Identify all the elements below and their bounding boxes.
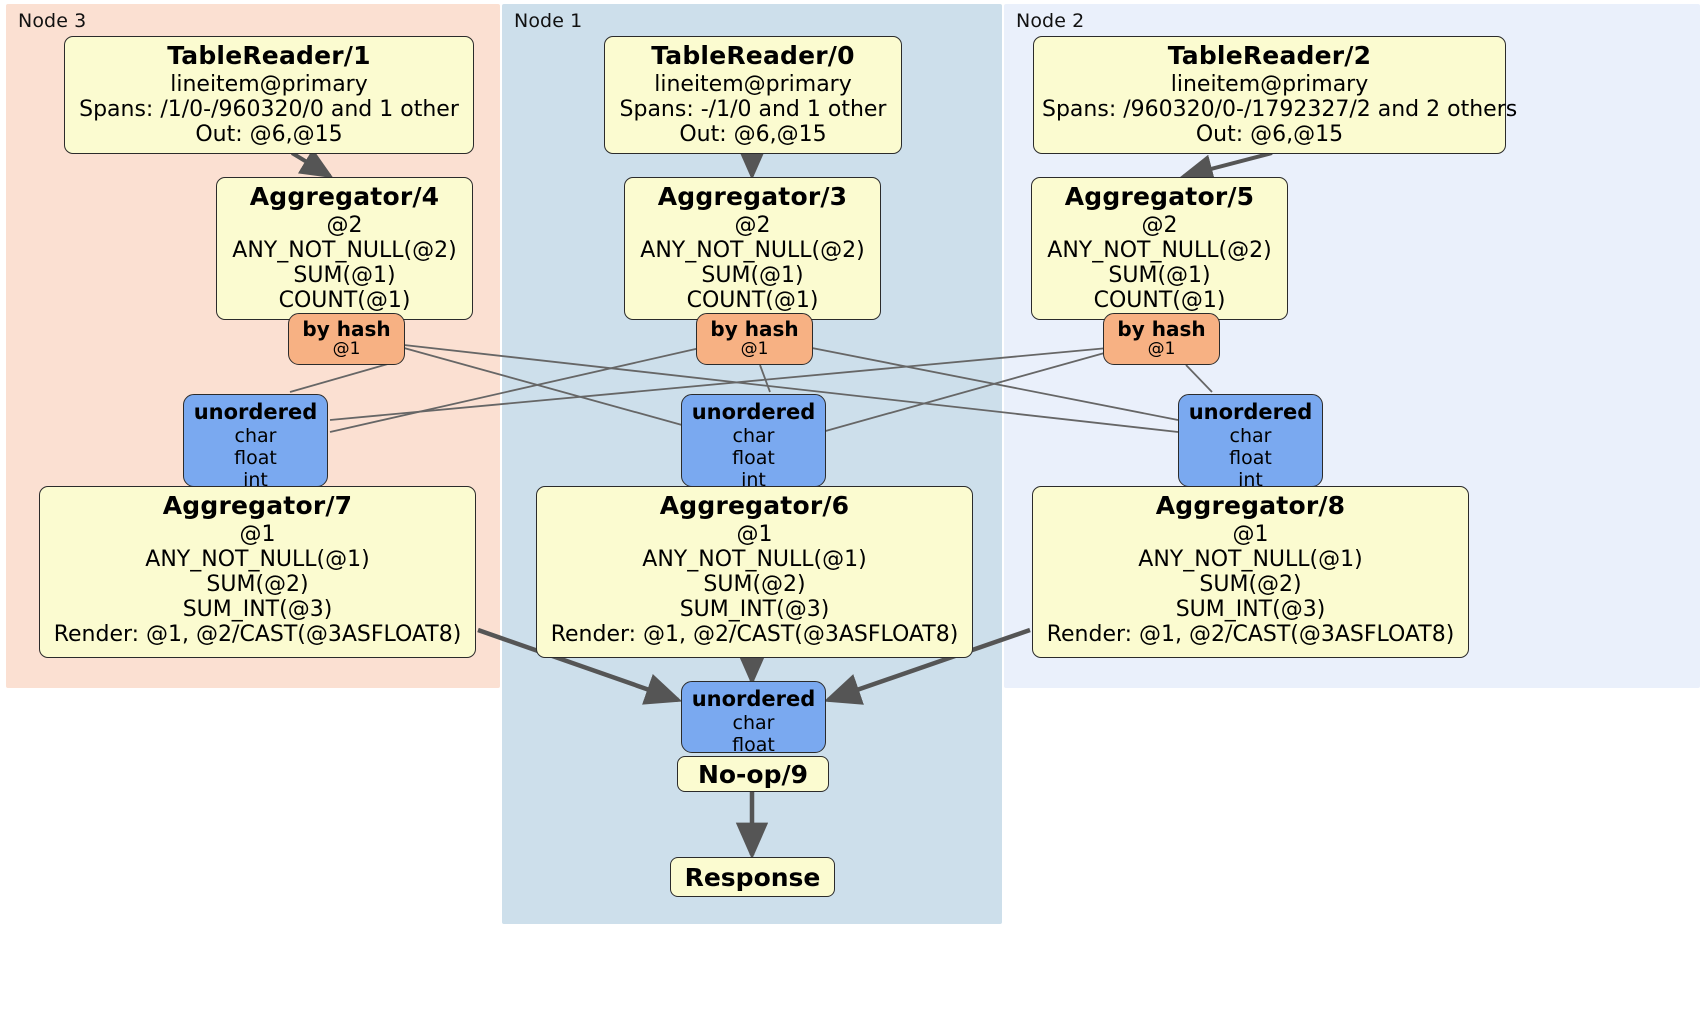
processor-line: Render: @1, @2/CAST(@3ASFLOAT8) [550,621,959,647]
processor-line: Render: @1, @2/CAST(@3ASFLOAT8) [1046,621,1455,647]
router-title: by hash [710,317,799,341]
router-line: @1 [1147,339,1176,359]
synchronizer-line: int [1238,469,1263,491]
processor-aggregator-8[interactable]: Aggregator/8 @1 ANY_NOT_NULL(@1) SUM(@2)… [1032,486,1469,658]
processor-line: COUNT(@1) [278,287,411,313]
processor-line: @1 [239,521,276,547]
processor-title: Aggregator/7 [162,491,353,520]
router-title: by hash [1117,317,1206,341]
synchronizer-line: char [732,424,775,447]
processor-title: Aggregator/3 [657,182,848,211]
synchronizer-line: char [234,424,277,447]
node-label-node3: Node 3 [18,10,87,32]
processor-title: TableReader/2 [1167,41,1372,70]
processor-line: @1 [736,521,773,547]
processor-line: @2 [1141,212,1178,238]
processor-line: SUM(@2) [1199,571,1302,597]
processor-title: No-op/9 [697,759,809,789]
processor-aggregator-3[interactable]: Aggregator/3 @2 ANY_NOT_NULL(@2) SUM(@1)… [624,177,881,320]
processor-line: SUM(@1) [1108,262,1211,288]
processor-line: @2 [326,212,363,238]
processor-line: SUM_INT(@3) [1175,596,1326,622]
synchronizer-unordered-final[interactable]: unordered char float [681,681,826,756]
synchronizer-line: float [1229,446,1272,469]
router-by-hash-right[interactable]: by hash @1 [1103,313,1220,365]
synchronizer-unordered-left[interactable]: unordered char float int [183,394,328,491]
processor-tablereader-0[interactable]: TableReader/0 lineitem@primary Spans: -/… [604,36,902,154]
processor-title: Aggregator/8 [1155,491,1346,520]
synchronizer-unordered-center[interactable]: unordered char float int [681,394,826,491]
processor-line: ANY_NOT_NULL(@2) [232,237,457,263]
processor-line: lineitem@primary [1170,71,1369,97]
processor-tablereader-1[interactable]: TableReader/1 lineitem@primary Spans: /1… [64,36,474,154]
processor-aggregator-4[interactable]: Aggregator/4 @2 ANY_NOT_NULL(@2) SUM(@1)… [216,177,473,320]
synchronizer-title: unordered [691,687,816,711]
processor-line: ANY_NOT_NULL(@1) [642,546,867,572]
processor-line: Spans: /960320/0-/1792327/2 and 2 others [1042,96,1518,122]
processor-aggregator-7[interactable]: Aggregator/7 @1 ANY_NOT_NULL(@1) SUM(@2)… [39,486,476,658]
router-line: @1 [740,339,769,359]
node-label-node2: Node 2 [1016,10,1085,32]
synchronizer-line: float [234,446,277,469]
processor-aggregator-5[interactable]: Aggregator/5 @2 ANY_NOT_NULL(@2) SUM(@1)… [1031,177,1288,320]
processor-line: COUNT(@1) [686,287,819,313]
processor-line: ANY_NOT_NULL(@1) [1138,546,1363,572]
processor-line: Out: @6,@15 [195,121,343,147]
processor-aggregator-6[interactable]: Aggregator/6 @1 ANY_NOT_NULL(@1) SUM(@2)… [536,486,973,658]
processor-title: Aggregator/6 [659,491,850,520]
processor-line: Render: @1, @2/CAST(@3ASFLOAT8) [53,621,462,647]
synchronizer-line: float [732,733,775,756]
processor-line: Spans: /1/0-/960320/0 and 1 other [79,96,459,122]
processor-line: @2 [734,212,771,238]
synchronizer-line: char [1229,424,1272,447]
router-by-hash-center[interactable]: by hash @1 [696,313,813,365]
processor-title: TableReader/1 [167,41,371,70]
processor-line: lineitem@primary [654,71,852,97]
processor-line: SUM(@1) [701,262,804,288]
processor-line: SUM_INT(@3) [679,596,830,622]
processor-title: Aggregator/5 [1064,182,1255,211]
processor-line: @1 [1232,521,1269,547]
synchronizer-line: int [243,469,268,491]
processor-line: SUM(@2) [703,571,806,597]
processor-response[interactable]: Response [670,857,835,897]
processor-line: SUM_INT(@3) [182,596,333,622]
node-label-node1: Node 1 [514,10,583,32]
synchronizer-line: int [741,469,766,491]
processor-line: ANY_NOT_NULL(@1) [145,546,370,572]
synchronizer-line: float [732,446,775,469]
processor-noop-9[interactable]: No-op/9 [677,756,829,792]
processor-line: ANY_NOT_NULL(@2) [640,237,865,263]
processor-tablereader-2[interactable]: TableReader/2 lineitem@primary Spans: /9… [1033,36,1518,154]
processor-line: Out: @6,@15 [679,121,827,147]
processor-title: Response [684,862,821,892]
synchronizer-title: unordered [193,400,318,424]
processor-line: Spans: -/1/0 and 1 other [619,96,887,122]
processor-title: TableReader/0 [651,41,855,70]
router-by-hash-left[interactable]: by hash @1 [288,313,405,365]
processor-line: Out: @6,@15 [1195,121,1344,147]
router-title: by hash [302,317,391,341]
router-line: @1 [332,339,361,359]
processor-line: COUNT(@1) [1093,287,1226,313]
synchronizer-title: unordered [1188,400,1313,424]
processor-line: SUM(@2) [206,571,309,597]
processor-line: lineitem@primary [170,71,368,97]
synchronizer-title: unordered [691,400,816,424]
processor-line: SUM(@1) [293,262,396,288]
processor-line: ANY_NOT_NULL(@2) [1047,237,1272,263]
processor-title: Aggregator/4 [249,182,440,211]
synchronizer-unordered-right[interactable]: unordered char float int [1178,394,1323,491]
synchronizer-line: char [732,711,775,734]
